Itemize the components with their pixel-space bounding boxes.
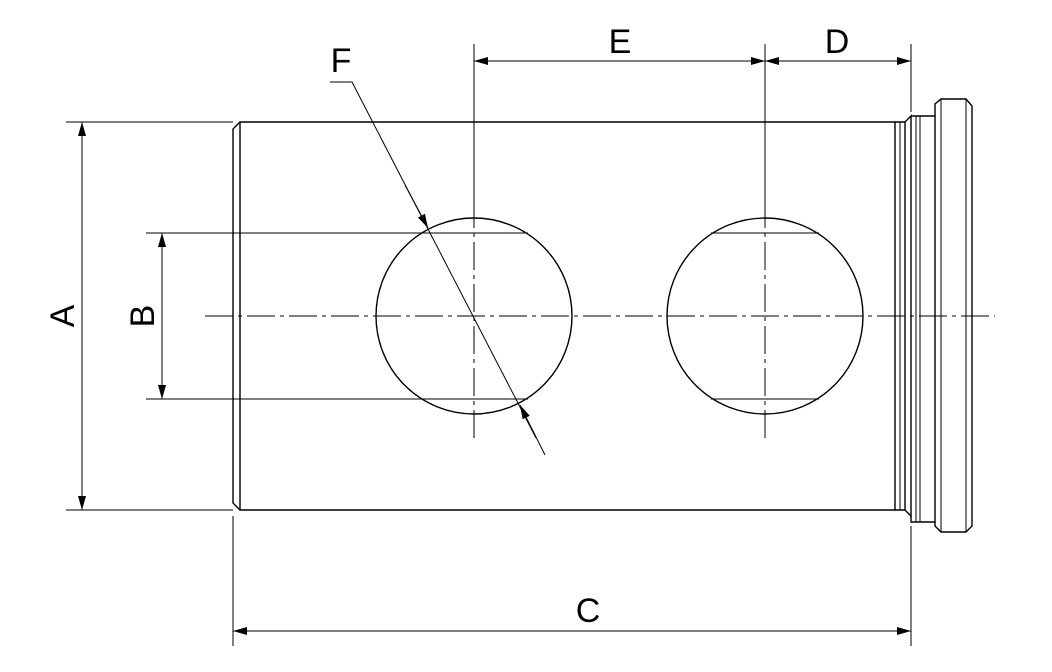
center-lines [205,200,995,440]
dimension-a: A [44,121,233,511]
label-d: D [825,23,850,61]
label-f: F [331,42,352,80]
dimension-d: D [765,23,912,112]
dimension-f: F [330,42,546,456]
label-c: C [576,592,601,630]
label-a: A [44,304,82,327]
label-b: B [124,305,162,328]
dimension-c: C [232,516,912,646]
dimension-e: E [473,23,766,200]
dimension-b: B [124,232,425,400]
label-e: E [609,23,632,61]
